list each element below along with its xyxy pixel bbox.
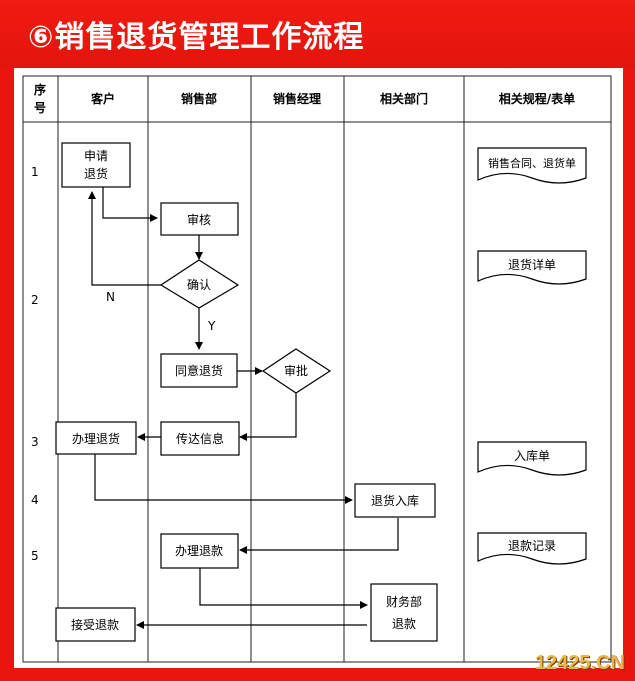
- header-docs: 相关规程/表单: [499, 91, 575, 106]
- node-stockin-label: 退货入库: [371, 493, 419, 508]
- row-number: 4: [31, 493, 39, 507]
- row-number: 2: [31, 293, 39, 307]
- doc-inbound: [477, 441, 587, 476]
- doc-detail-label: 退货详单: [508, 257, 556, 272]
- header-seq-line1: 序: [34, 82, 46, 97]
- node-apply-return: [61, 142, 131, 188]
- node-confirm-label: 确认: [187, 278, 211, 292]
- doc-inbound-label: 入库单: [514, 448, 550, 463]
- row-number: 3: [31, 435, 39, 449]
- node-review: [160, 202, 239, 236]
- node-notify: [160, 421, 240, 456]
- node-handle-label: 办理退货: [72, 431, 120, 446]
- table-border: [22, 75, 612, 663]
- flowchart-sheet: 序 号 客户 销售部 销售经理 相关部门 相关规程/表单 1 2 3 4 5: [14, 68, 623, 668]
- edge-approve-notify: [239, 392, 297, 441]
- node-finance-refund: [370, 583, 438, 642]
- flowchart-canvas: 序 号 客户 销售部 销售经理 相关部门 相关规程/表单 1 2 3 4 5: [22, 75, 612, 663]
- connectors: [88, 186, 399, 629]
- node-receive-refund: [55, 607, 136, 642]
- page-title: ⑥销售退货管理工作流程: [28, 20, 365, 55]
- doc-detail: [477, 250, 587, 285]
- row-number: 5: [31, 549, 39, 563]
- doc-contract: [477, 147, 587, 184]
- node-stock-in: [354, 483, 436, 518]
- edge-label-no: N: [106, 290, 115, 304]
- edge-stockin-refund: [239, 518, 399, 554]
- header-customer: 客户: [90, 91, 115, 106]
- node-refund: [160, 533, 239, 569]
- edge-refund-finance: [199, 568, 368, 609]
- header-seq-line2: 号: [34, 100, 46, 115]
- node-confirm: [159, 259, 240, 309]
- doc-contract-label: 销售合同、退货单: [488, 156, 576, 170]
- row-number: 1: [31, 165, 39, 179]
- node-notify-label: 传达信息: [176, 431, 224, 446]
- header-sales: 销售部: [181, 91, 217, 106]
- doc-refund-record: [477, 532, 587, 565]
- node-agree-label: 同意退货: [175, 363, 223, 378]
- node-finance-line1: 财务部: [386, 594, 422, 609]
- edge-confirm-no: [88, 191, 161, 286]
- node-approve-label: 审批: [284, 363, 308, 378]
- node-review-label: 审核: [187, 212, 211, 227]
- node-handle-return: [55, 421, 137, 455]
- edge-label-yes: Y: [207, 319, 216, 333]
- node-agree-return: [160, 353, 238, 388]
- site-watermark: 12425.CN: [534, 652, 625, 674]
- header-manager: 销售经理: [273, 91, 321, 106]
- node-apply-line2: 退货: [84, 166, 108, 181]
- node-finance-line2: 退款: [392, 617, 416, 631]
- doc-refundrec-label: 退款记录: [508, 539, 556, 553]
- node-refund-label: 办理退款: [175, 543, 223, 558]
- edge-handle-stockin: [94, 454, 353, 504]
- header-related: 相关部门: [380, 91, 428, 106]
- node-approve: [261, 348, 332, 394]
- node-receive-label: 接受退款: [71, 617, 119, 632]
- edge-apply-review: [102, 186, 158, 222]
- node-apply-line1: 申请: [84, 149, 108, 163]
- header-banner: ⑥销售退货管理工作流程: [0, 0, 635, 68]
